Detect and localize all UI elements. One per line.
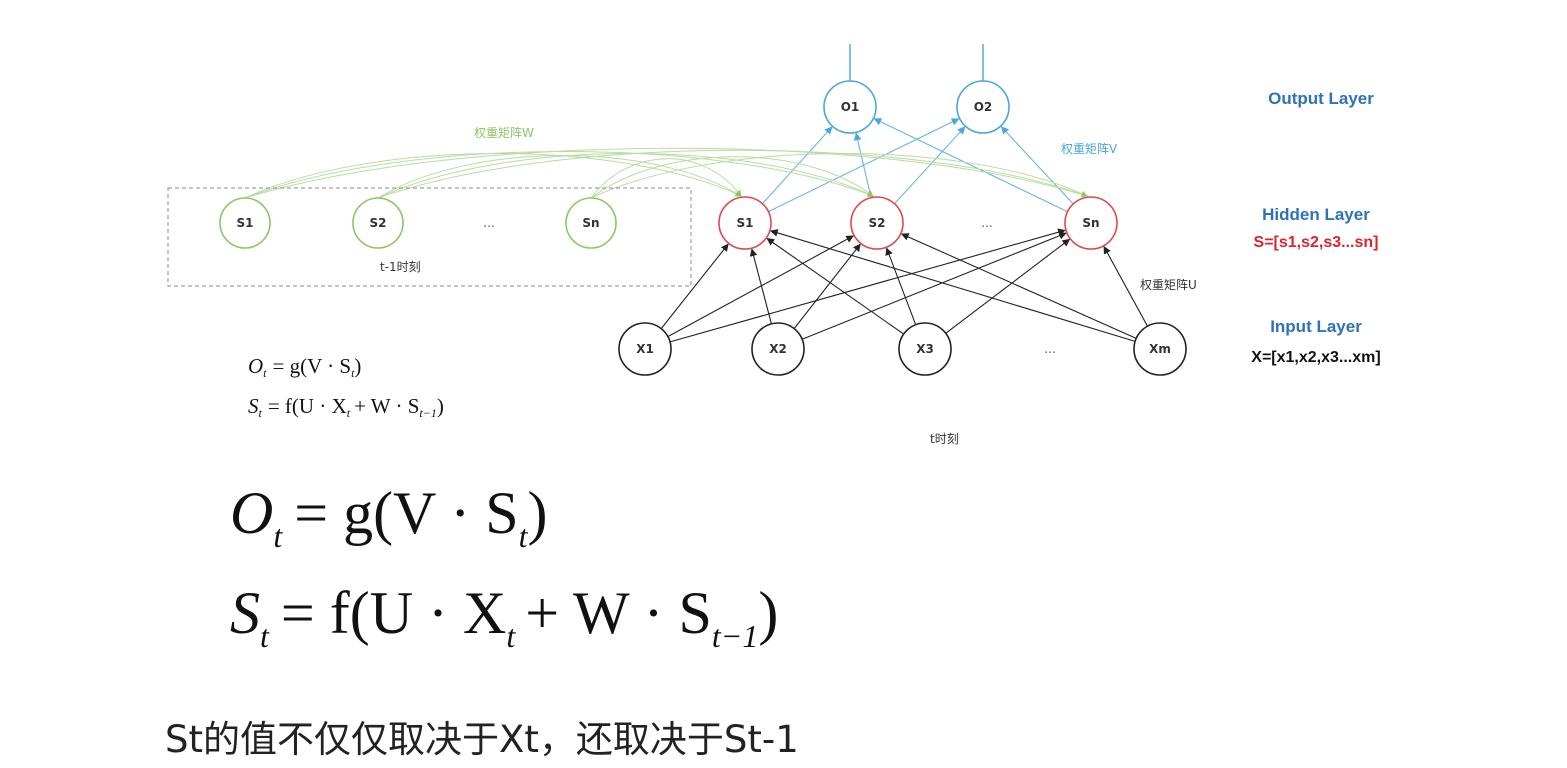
prev-nodes-ellipsis: ... bbox=[483, 216, 494, 230]
large-formula-state: St= f(U · Xt+ W · St−1) bbox=[230, 580, 778, 654]
weight-u-edge bbox=[801, 232, 1067, 340]
input-node-xm: Xm bbox=[1133, 322, 1187, 376]
weight-w-edge bbox=[244, 147, 1088, 199]
output-node-o2: O2 bbox=[956, 80, 1010, 134]
weight-w-edge bbox=[377, 153, 874, 199]
weight-w-edge bbox=[377, 154, 742, 199]
prev-node-s1: S1 bbox=[219, 197, 271, 249]
svg-text:Xm: Xm bbox=[1149, 342, 1171, 356]
weight-u-edge bbox=[885, 247, 917, 325]
svg-text:S2: S2 bbox=[869, 216, 886, 230]
weight-u-edge bbox=[945, 238, 1071, 334]
weight-u-edge bbox=[793, 243, 861, 329]
weight-w-label: 权重矩阵W bbox=[474, 126, 534, 140]
weight-v-edge bbox=[853, 132, 872, 198]
input-nodes-ellipsis: ... bbox=[1044, 342, 1055, 356]
weight-w-edge bbox=[590, 158, 742, 199]
hidden-nodes-ellipsis: ... bbox=[981, 216, 992, 230]
weight-v-label: 权重矩阵V bbox=[1061, 142, 1118, 156]
current-time-label: t时刻 bbox=[930, 432, 959, 446]
weight-v-edge bbox=[873, 118, 1068, 213]
svg-text:S2: S2 bbox=[370, 216, 387, 230]
weight-u-edge bbox=[766, 238, 905, 335]
svg-text:Ot= g(V · St): Ot= g(V · St) bbox=[248, 354, 361, 380]
input-vector: X=[x1,x2,x3...xm] bbox=[1251, 349, 1380, 366]
prev-node-sn: Sn bbox=[565, 197, 617, 249]
weight-w-edge bbox=[377, 149, 1088, 199]
connection-edges bbox=[244, 118, 1148, 343]
output-node-o1: O1 bbox=[823, 80, 877, 134]
weight-w-edge bbox=[244, 151, 874, 199]
network-nodes: S1 S2 ... Sn S1 S2 ... Sn O1 bbox=[219, 80, 1187, 376]
hidden-node-sn: Sn bbox=[1064, 196, 1118, 250]
large-formula-output: Ot= g(V · St) bbox=[230, 480, 548, 554]
svg-text:Ot= g(V · St): Ot= g(V · St) bbox=[230, 480, 548, 554]
svg-text:S1: S1 bbox=[237, 216, 254, 230]
svg-text:Sn: Sn bbox=[582, 216, 599, 230]
svg-text:X3: X3 bbox=[916, 342, 934, 356]
weight-u-label: 权重矩阵U bbox=[1140, 278, 1197, 292]
svg-text:St= f(U · Xt+ W · St−1): St= f(U · Xt+ W · St−1) bbox=[248, 394, 444, 420]
small-formula-output: Ot= g(V · St) bbox=[248, 354, 361, 380]
svg-text:O1: O1 bbox=[841, 100, 860, 114]
weight-v-edge bbox=[761, 126, 833, 205]
svg-text:S1: S1 bbox=[737, 216, 754, 230]
input-node-x3: X3 bbox=[898, 322, 952, 376]
svg-text:O2: O2 bbox=[974, 100, 993, 114]
weight-u-edge bbox=[667, 235, 854, 338]
hidden-layer-title: Hidden Layer bbox=[1262, 205, 1370, 224]
input-layer-title: Input Layer bbox=[1270, 317, 1362, 336]
weight-u-edge bbox=[660, 243, 729, 329]
weight-u-edge bbox=[900, 233, 1137, 339]
input-node-x1: X1 bbox=[618, 322, 672, 376]
weight-v-edge bbox=[894, 126, 966, 205]
weight-u-edge bbox=[770, 229, 1136, 342]
prev-timestep-box bbox=[167, 187, 692, 287]
svg-text:X2: X2 bbox=[769, 342, 787, 356]
weight-u-edge bbox=[1103, 246, 1148, 327]
weight-v-edge bbox=[1000, 126, 1074, 205]
svg-text:St= f(U · Xt+ W · St−1): St= f(U · Xt+ W · St−1) bbox=[230, 580, 778, 654]
hidden-state-vector: S=[s1,s2,s3...sn] bbox=[1254, 234, 1379, 251]
hidden-node-s2: S2 bbox=[850, 196, 904, 250]
prev-node-s2: S2 bbox=[352, 197, 404, 249]
weight-u-edge bbox=[669, 228, 1066, 343]
svg-text:Sn: Sn bbox=[1082, 216, 1099, 230]
svg-text:X1: X1 bbox=[636, 342, 654, 356]
output-layer-title: Output Layer bbox=[1268, 89, 1374, 108]
weight-u-edge bbox=[749, 248, 772, 324]
caption: St的值不仅仅取决于Xt，还取决于St-1 bbox=[165, 718, 799, 761]
prev-time-label: t-1时刻 bbox=[380, 260, 421, 274]
small-formula-state: St= f(U · Xt+ W · St−1) bbox=[248, 394, 444, 420]
hidden-node-s1: S1 bbox=[718, 196, 772, 250]
weight-w-edge bbox=[590, 156, 874, 199]
weight-w-edge bbox=[590, 153, 1088, 199]
input-node-x2: X2 bbox=[751, 322, 805, 376]
